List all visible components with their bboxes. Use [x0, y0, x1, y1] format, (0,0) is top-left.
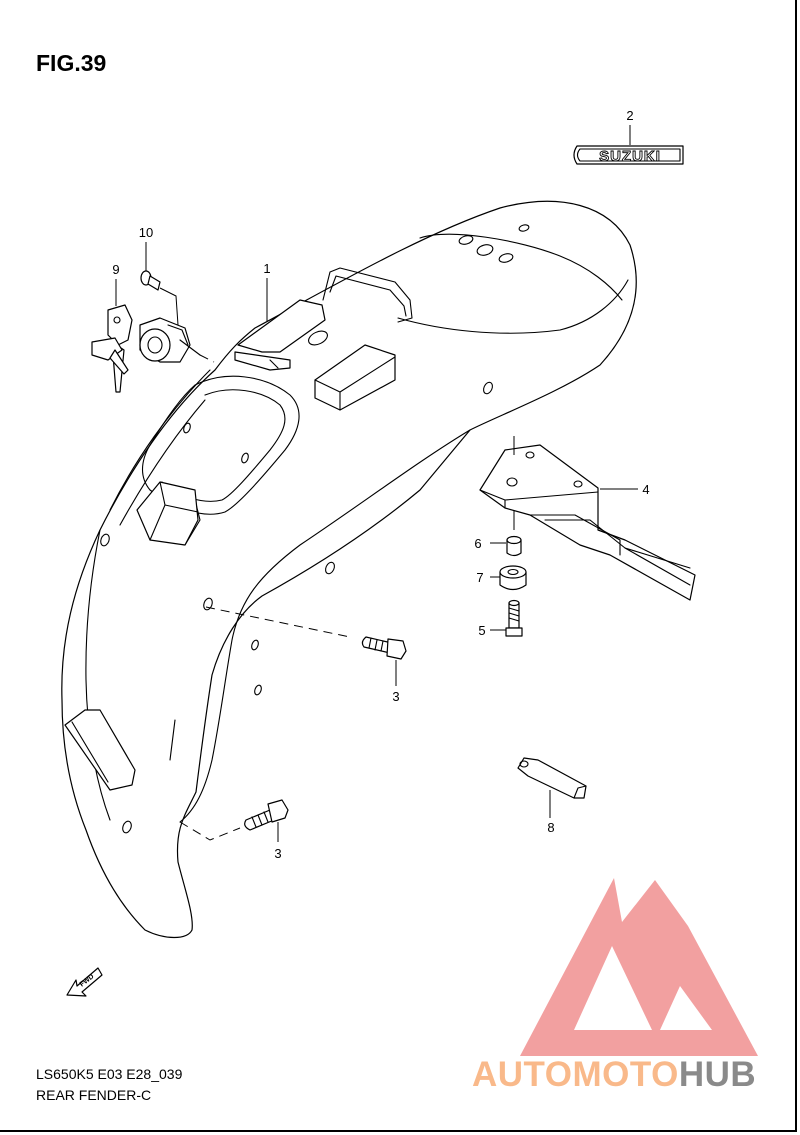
- assembly-line-screw10: [159, 287, 179, 326]
- callout-3-lower: 3: [274, 846, 281, 861]
- callout-3-upper: 3: [392, 689, 399, 704]
- clamp-8: [517, 757, 587, 799]
- bolt-5: [505, 599, 523, 637]
- bolt-3-lower: [244, 799, 289, 831]
- watermark: AUTOMOTOHUB: [472, 878, 758, 1094]
- lock-keys: [91, 304, 133, 393]
- suzuki-emblem: SUZUKI: [573, 145, 684, 165]
- callout-4: 4: [642, 482, 649, 497]
- model-name: REAR FENDER-C: [36, 1087, 152, 1103]
- cushion-7: [499, 565, 527, 591]
- callout-7: 7: [476, 570, 483, 585]
- rear-fender: [61, 200, 637, 939]
- screw-10: [140, 270, 161, 291]
- watermark-logo-icon: [520, 878, 758, 1056]
- assembly-line-bolt3-lower: [179, 821, 241, 841]
- assembly-line-lock: [199, 354, 215, 363]
- svg-text:AUTOMOTOHUB: AUTOMOTOHUB: [472, 1055, 756, 1094]
- watermark-text-hub: HUB: [679, 1055, 756, 1094]
- watermark-text-automoto: AUTOMOTO: [472, 1055, 679, 1094]
- emblem-text: SUZUKI: [599, 148, 661, 165]
- helmet-lock: [139, 317, 201, 363]
- callout-6: 6: [474, 536, 481, 551]
- callout-2: 2: [626, 108, 633, 123]
- callout-10: 10: [139, 225, 153, 240]
- rear-bracket: [479, 444, 696, 601]
- assembly-line-bolt3-upper: [205, 606, 351, 638]
- bolt-3-upper: [361, 636, 407, 660]
- callout-5: 5: [478, 623, 485, 638]
- callout-1: 1: [263, 261, 270, 276]
- collar-6: [506, 535, 522, 557]
- callout-8: 8: [547, 820, 554, 835]
- callout-9: 9: [112, 262, 119, 277]
- fwd-arrow-icon: FWD: [66, 967, 103, 997]
- figure-title: FIG.39: [36, 50, 107, 76]
- model-code: LS650K5 E03 E28_039: [36, 1066, 183, 1082]
